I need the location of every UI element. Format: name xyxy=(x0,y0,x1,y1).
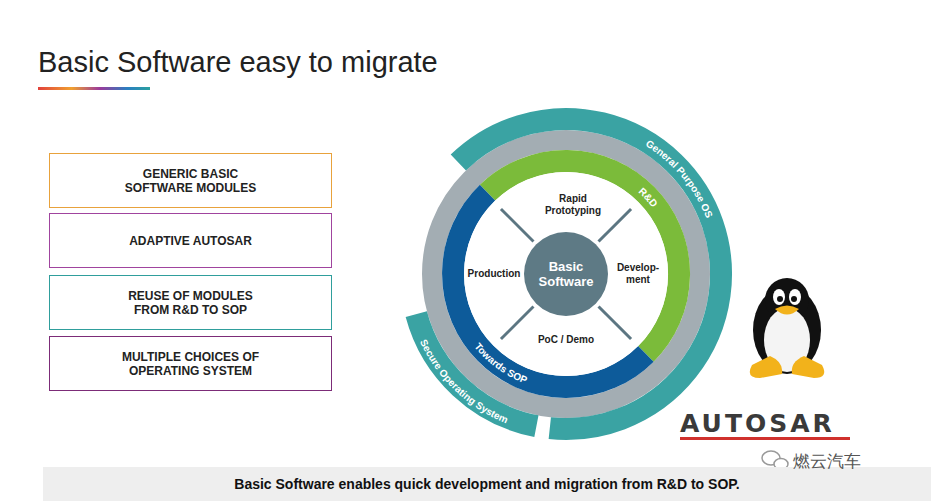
quadrant-label: Production xyxy=(464,268,524,280)
quadrant-label: Develop- ment xyxy=(611,262,665,286)
band-label: Towards SOP xyxy=(473,341,530,386)
center-circle: Basic Software xyxy=(524,232,608,316)
quadrant-divider xyxy=(599,209,632,242)
band-label-text: Towards SOP xyxy=(473,341,530,386)
band-label: General Purpose OS xyxy=(644,138,715,220)
page-title: Basic Software easy to migrate xyxy=(38,46,438,79)
gray-ring xyxy=(432,140,700,408)
band-label: R&D xyxy=(637,185,660,209)
quadrant-divider xyxy=(501,209,534,242)
feature-box: MULTIPLE CHOICES OF OPERATING SYSTEM xyxy=(49,336,332,391)
quadrant-label: Rapid Prototyping xyxy=(533,193,613,217)
band-label-text: General Purpose OS xyxy=(644,138,715,220)
quadrant-divider xyxy=(599,307,632,340)
node-text: ADAPTIVE AUTOSAR xyxy=(129,234,252,248)
node-text: REUSE OF MODULES FROM R&D TO SOP xyxy=(116,289,266,317)
node-text: GENERIC BASIC SOFTWARE MODULES xyxy=(116,167,266,195)
inner-disc xyxy=(464,172,668,376)
band-label-text: R&D xyxy=(637,185,660,209)
quadrant-divider xyxy=(501,307,534,340)
band-label: Secure Operating System xyxy=(418,338,510,426)
caption-bar: Basic Software enables quick development… xyxy=(43,467,931,501)
quadrant-label: PoC / Demo xyxy=(526,334,606,346)
title-underline xyxy=(38,87,150,90)
ring-diagram xyxy=(416,119,721,429)
penguin-logo xyxy=(750,278,824,378)
feature-box: REUSE OF MODULES FROM R&D TO SOP xyxy=(49,275,332,330)
node-text: Basic Software xyxy=(531,259,601,289)
autosar-logo: AUTOSAR xyxy=(680,409,835,438)
node-text: MULTIPLE CHOICES OF OPERATING SYSTEM xyxy=(116,350,266,378)
band-label-text: Secure Operating System xyxy=(418,338,510,426)
caption-text: Basic Software enables quick development… xyxy=(234,476,739,492)
watermark: 燃云汽车 xyxy=(793,450,861,473)
feature-box: GENERIC BASIC SOFTWARE MODULES xyxy=(49,153,332,208)
feature-box: ADAPTIVE AUTOSAR xyxy=(49,213,332,268)
